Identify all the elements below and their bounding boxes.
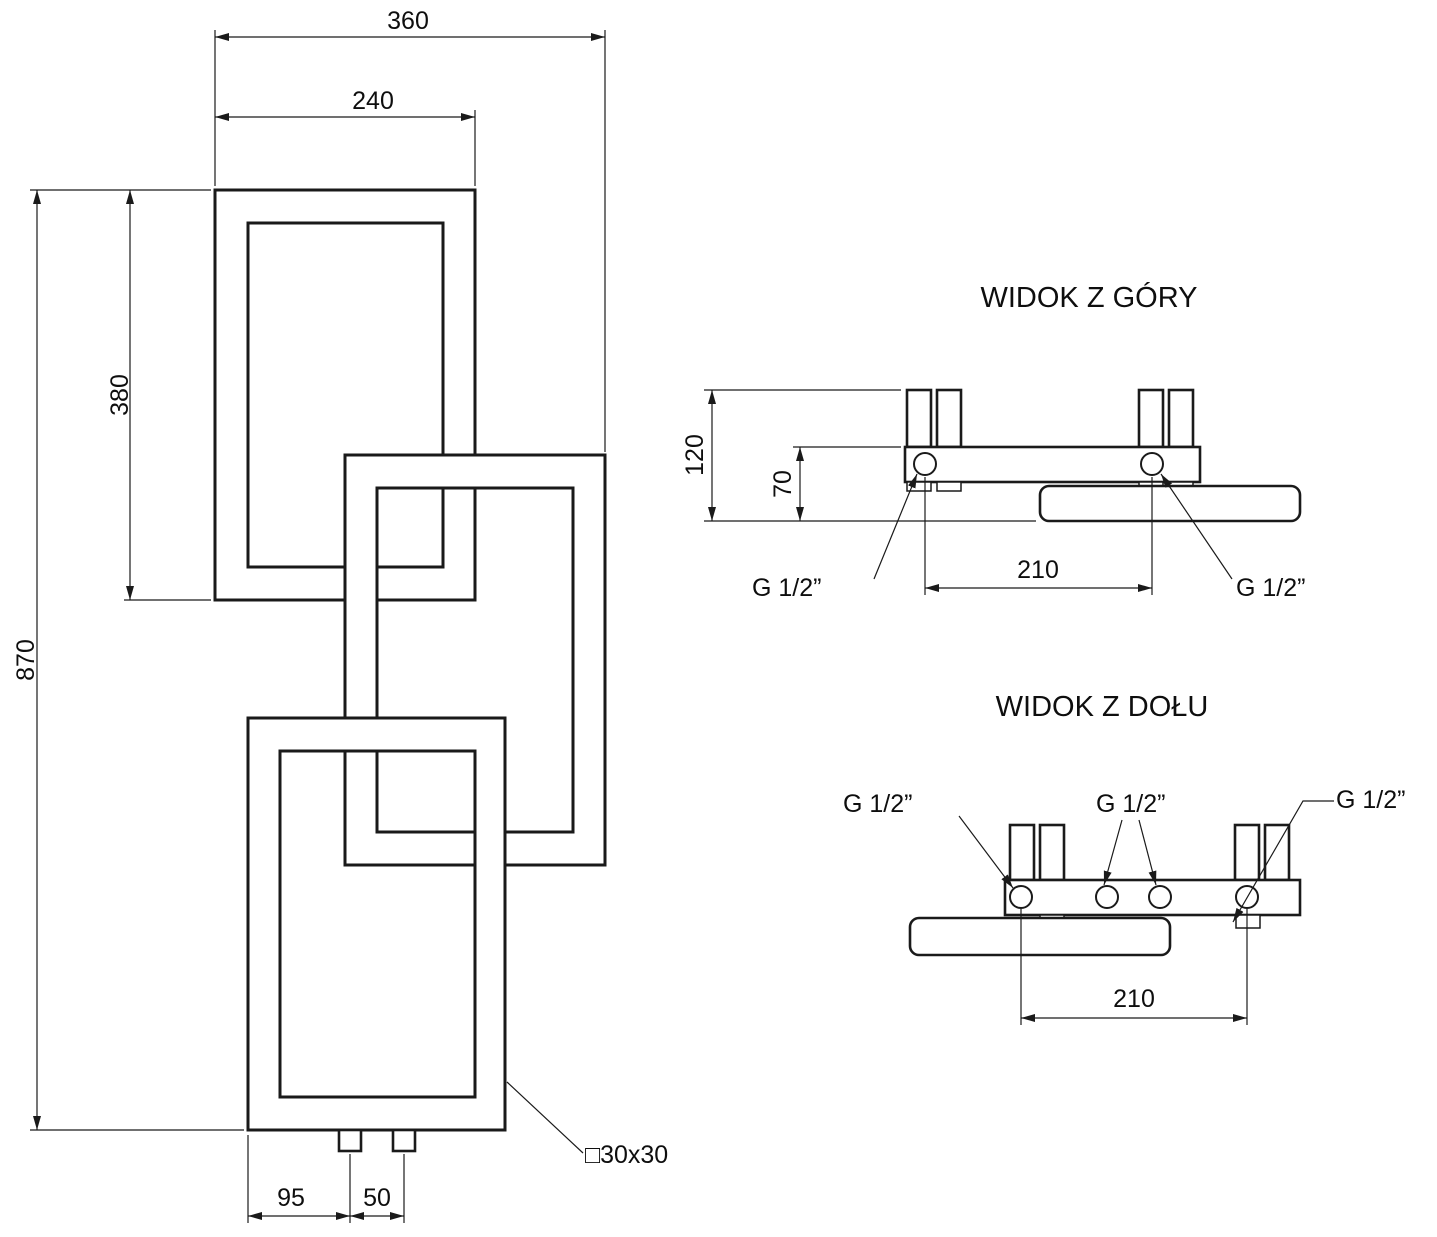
frame-top	[213, 188, 477, 602]
stub	[1263, 823, 1291, 882]
connection-circle	[1148, 885, 1172, 909]
stub	[935, 388, 963, 449]
dim-text-120: 120	[681, 434, 709, 476]
dim-conn-spacing-bottom: 210	[1020, 909, 1248, 1025]
stub-end	[936, 481, 962, 492]
profile-callout: □30x30	[506, 1081, 668, 1169]
thread-label: G 1/2”	[1236, 574, 1305, 602]
thread-callout-right: G 1/2”	[1160, 473, 1305, 602]
top-view-title: WIDOK Z GÓRY	[981, 281, 1198, 314]
offset-frame-plate	[908, 916, 1172, 957]
dim-text-870: 870	[12, 639, 40, 681]
dim-text-240: 240	[352, 87, 394, 115]
front-view: 360 240 380 870 95 50	[12, 7, 668, 1223]
dim-text-95: 95	[277, 1184, 305, 1212]
dim-text-380: 380	[106, 374, 134, 416]
thread-label: G 1/2”	[1096, 790, 1165, 818]
thread-label: G 1/2”	[1336, 786, 1405, 814]
thread-callout-left: G 1/2”	[843, 790, 1014, 889]
dim-depth-total: 120	[681, 389, 1036, 522]
dim-width-frame: 240	[215, 87, 476, 186]
leader-line	[958, 815, 1014, 889]
dim-text-360: 360	[387, 7, 429, 35]
stub	[905, 388, 933, 449]
connection-circle	[1140, 452, 1164, 476]
stub	[1038, 823, 1066, 882]
dim-text-50: 50	[363, 1184, 391, 1212]
thread-label: G 1/2”	[843, 790, 912, 818]
stub-end	[1235, 914, 1261, 929]
stub	[1137, 388, 1165, 449]
thread-callout-middle: G 1/2”	[1096, 790, 1165, 886]
dim-text-210-top: 210	[1017, 556, 1059, 584]
stub	[1233, 823, 1261, 882]
leader-line	[1138, 819, 1157, 886]
connection-stub-right	[391, 1128, 417, 1153]
stub-end	[906, 481, 932, 492]
top-view: WIDOK Z GÓRY 120 70	[681, 281, 1305, 602]
leader-line	[1103, 819, 1123, 886]
stub	[1167, 388, 1195, 449]
thread-callout-right: G 1/2”	[1232, 786, 1405, 923]
thread-label: G 1/2”	[752, 574, 821, 602]
connection-circle	[1009, 885, 1033, 909]
dim-text-70: 70	[769, 470, 797, 498]
stub	[1008, 823, 1036, 882]
frame-bottom	[246, 716, 507, 1132]
bottom-view: WIDOK Z DOŁU G 1/2” G 1/2” G 1/2”	[843, 691, 1405, 1025]
dim-text-210-bottom: 210	[1113, 985, 1155, 1013]
leader-line	[1232, 800, 1334, 923]
profile-label: □30x30	[585, 1141, 668, 1169]
dim-height-total: 870	[12, 190, 244, 1131]
leader-line	[506, 1081, 584, 1154]
connection-circle	[1095, 885, 1119, 909]
dim-height-frame: 380	[30, 189, 211, 601]
leader-line	[1160, 473, 1233, 580]
dim-conn-spacing-top: 210	[924, 477, 1153, 595]
connection-stub-left	[337, 1128, 363, 1153]
dim-width-total: 360	[214, 7, 606, 452]
offset-frame-plate	[1038, 484, 1302, 523]
dim-connections: 95 50	[247, 1135, 405, 1223]
connection-circle	[913, 452, 937, 476]
bottom-view-title: WIDOK Z DOŁU	[996, 691, 1209, 723]
leader-line	[873, 473, 918, 580]
thread-callout-left: G 1/2”	[752, 473, 918, 602]
dim-depth-axis: 70	[769, 446, 901, 521]
